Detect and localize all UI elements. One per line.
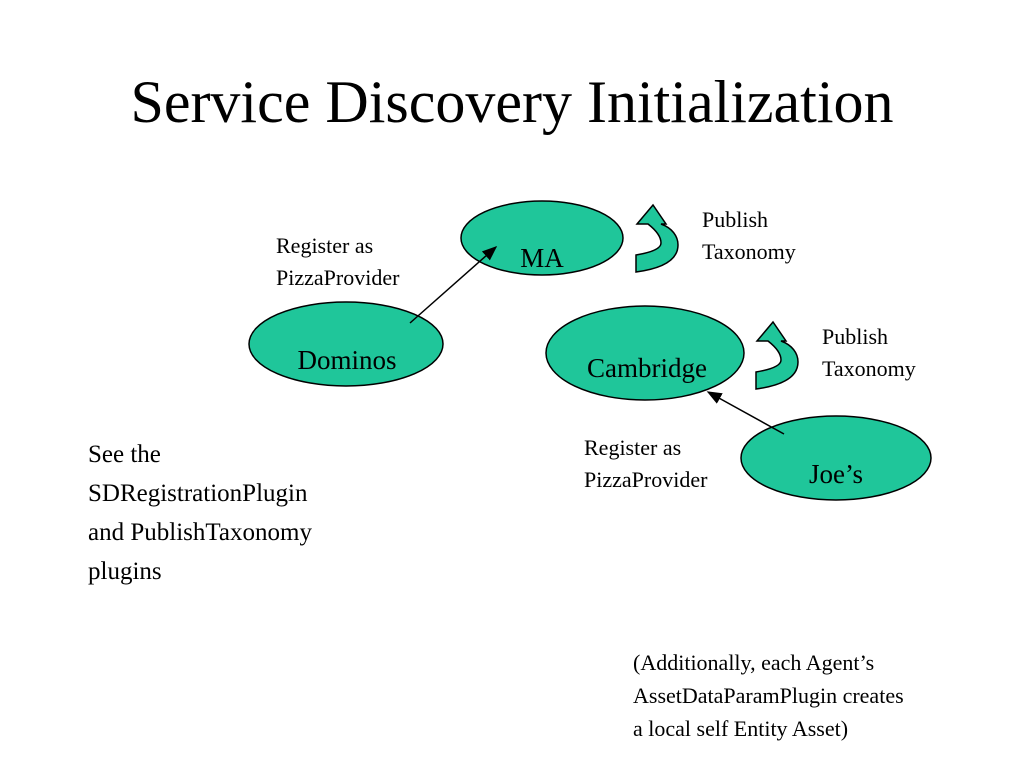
publish-arrow-icon-bottom [755, 320, 799, 390]
node-cambridge [545, 305, 745, 401]
additional-note-line1: (Additionally, each Agent’s [633, 650, 875, 675]
publish-label-bottom-line1: Publish [822, 324, 889, 349]
slide-title: Service Discovery Initialization [130, 69, 894, 135]
register-label-top-line1: Register as [276, 233, 374, 258]
node-label-joes: Joe’s [809, 459, 863, 489]
register-label-top-line2: PizzaProvider [276, 265, 400, 290]
register-label-bottom: Register as PizzaProvider [584, 432, 707, 496]
node-label-cambridge: Cambridge [587, 353, 707, 383]
additional-note-line3: a local self Entity Asset) [633, 716, 849, 741]
plugin-note-line1: See the [88, 441, 161, 468]
register-label-top: Register as PizzaProvider [276, 230, 399, 294]
register-arrow-joes-cambridge [706, 391, 785, 435]
publish-label-bottom: Publish Taxonomy [822, 321, 916, 385]
node-dominos [248, 301, 444, 387]
plugin-note-line4: plugins [88, 558, 162, 585]
publish-arrow-icon-top [635, 203, 679, 273]
node-joes [740, 415, 932, 501]
plugin-note-line2: SDRegistrationPlugin [88, 480, 308, 507]
additional-note: (Additionally, each Agent’s AssetDataPar… [633, 646, 904, 745]
publish-label-top: Publish Taxonomy [702, 204, 796, 268]
node-label-ma: MA [520, 243, 564, 273]
register-arrow-dominos-ma [409, 246, 498, 324]
node-ma [460, 200, 624, 276]
plugin-note: See the SDRegistrationPlugin and Publish… [88, 435, 312, 591]
publish-label-bottom-line2: Taxonomy [822, 356, 916, 381]
additional-note-line2: AssetDataParamPlugin creates [633, 683, 904, 708]
node-label-dominos: Dominos [297, 345, 397, 375]
register-label-bottom-line1: Register as [584, 435, 682, 460]
publish-label-top-line1: Publish [702, 207, 769, 232]
register-label-bottom-line2: PizzaProvider [584, 467, 708, 492]
plugin-note-line3: and PublishTaxonomy [88, 519, 312, 546]
publish-label-top-line2: Taxonomy [702, 239, 796, 264]
